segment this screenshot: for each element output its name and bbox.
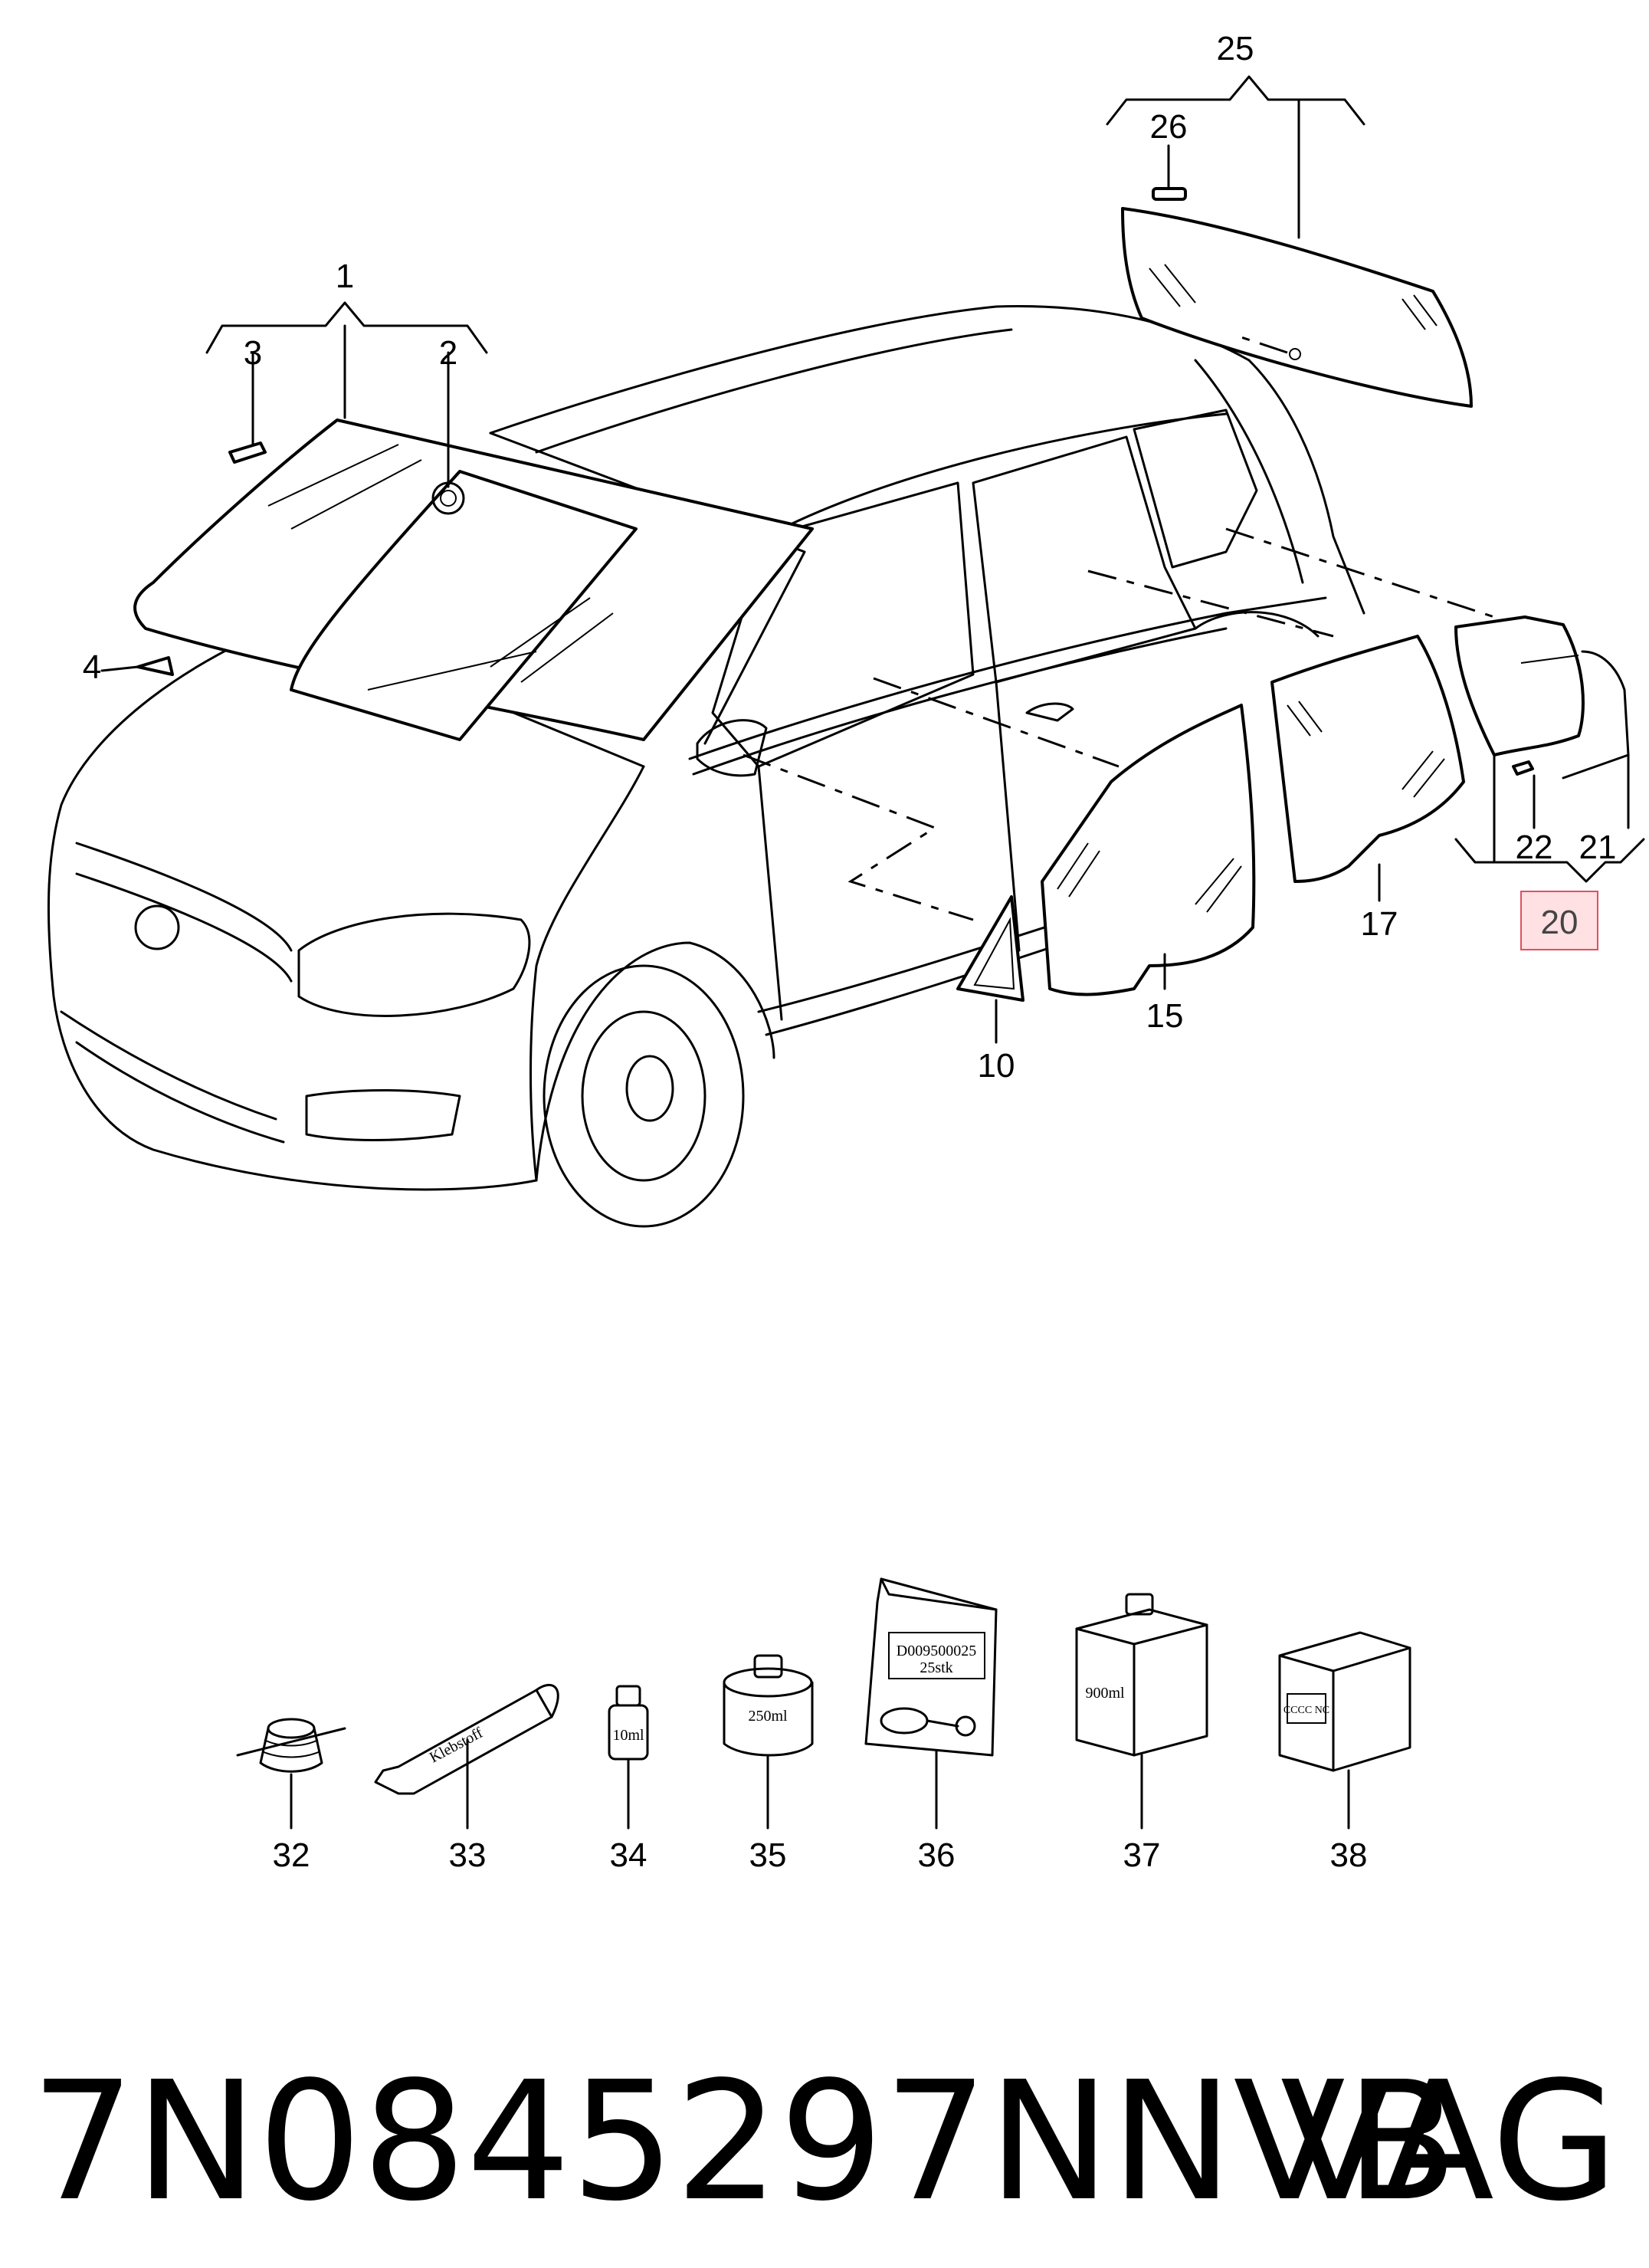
callout-25: 25 bbox=[1217, 30, 1254, 67]
cartridge-box-item: CCCC NC bbox=[1278, 1631, 1411, 1830]
callout-numbers: 1 2 3 4 10 15 17 20 21 22 25 26 bbox=[83, 30, 1617, 1085]
front-door-glass-part bbox=[1041, 704, 1256, 996]
accessories-row: Klebstoff 10ml 250ml D009500025 25stk bbox=[236, 1577, 1411, 1874]
callout-leaders bbox=[100, 75, 1645, 1044]
bottle-label-10ml: 10ml bbox=[612, 1727, 644, 1744]
part-number: 7N0845297NNVB bbox=[31, 2046, 1458, 2237]
highlight-box-20 bbox=[1520, 891, 1598, 950]
callout-37: 37 bbox=[1123, 1836, 1161, 1874]
quarter-glass-part bbox=[956, 895, 1024, 1002]
brand-label: VAG bbox=[1280, 2046, 1618, 2237]
callout-22: 22 bbox=[1516, 829, 1553, 866]
callout-33: 33 bbox=[449, 1836, 487, 1874]
bottle-label-900ml: 900ml bbox=[1085, 1685, 1125, 1702]
box-mark: CCCC NC bbox=[1283, 1705, 1329, 1716]
side-window-part bbox=[1454, 615, 1630, 780]
callout-4: 4 bbox=[83, 648, 101, 686]
callout-2: 2 bbox=[439, 334, 457, 372]
primer-can-item: 250ml bbox=[723, 1654, 814, 1830]
callout-17: 17 bbox=[1361, 905, 1398, 943]
callout-15: 15 bbox=[1146, 997, 1184, 1035]
callout-32: 32 bbox=[273, 1836, 310, 1874]
adhesive-tube-item: Klebstoff bbox=[374, 1683, 559, 1830]
callout-10: 10 bbox=[978, 1047, 1015, 1085]
wipes-bag-item: D009500025 25stk bbox=[864, 1577, 998, 1830]
callout-36: 36 bbox=[918, 1836, 956, 1874]
rear-window-part bbox=[1121, 187, 1473, 408]
bag-qty: 25stk bbox=[920, 1659, 952, 1676]
callout-38: 38 bbox=[1330, 1836, 1368, 1874]
explosion-lines bbox=[743, 336, 1495, 921]
bag-code: D009500025 bbox=[897, 1643, 976, 1659]
callout-20: 20 bbox=[1541, 904, 1579, 941]
rear-door-glass-part bbox=[1270, 635, 1465, 883]
can-label-250ml: 250ml bbox=[748, 1708, 788, 1725]
grommet-item bbox=[236, 1718, 346, 1830]
windscreen-part bbox=[133, 418, 814, 741]
large-bottle-item: 900ml bbox=[1075, 1593, 1208, 1830]
callout-21: 21 bbox=[1579, 829, 1617, 866]
callout-35: 35 bbox=[749, 1836, 787, 1874]
callout-34: 34 bbox=[610, 1836, 647, 1874]
callout-26: 26 bbox=[1150, 108, 1188, 146]
callout-1: 1 bbox=[336, 258, 354, 295]
small-bottle-item: 10ml bbox=[608, 1685, 649, 1830]
callout-3: 3 bbox=[244, 334, 262, 372]
